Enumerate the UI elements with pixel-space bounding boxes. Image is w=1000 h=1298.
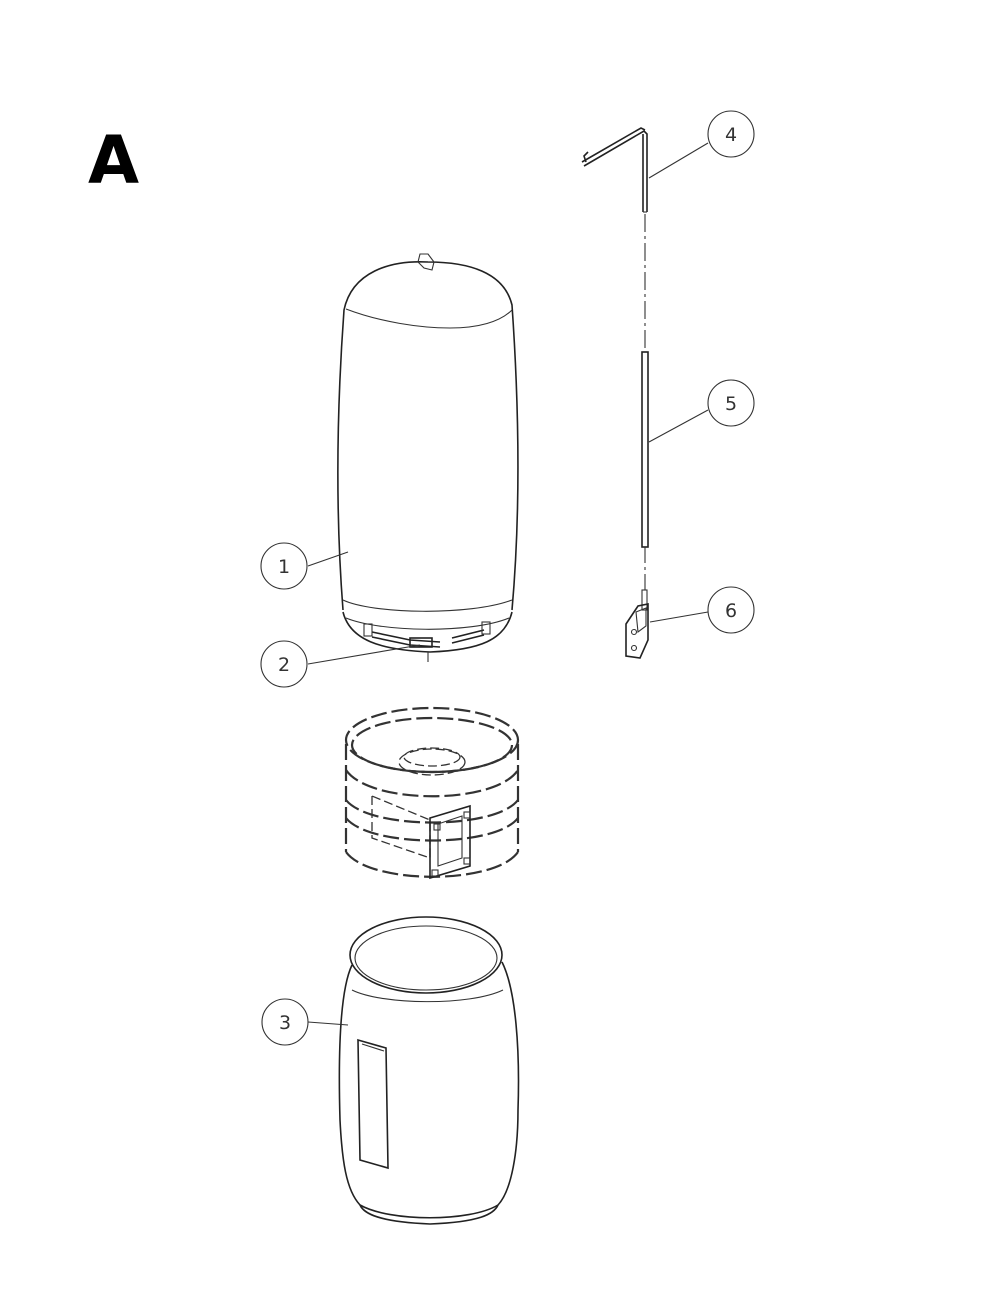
filter-bag-drawing [337, 253, 519, 653]
lower-hanger-rod-drawing [641, 351, 649, 592]
collection-bag-drawing [338, 916, 520, 1225]
callout-4: 4 [648, 110, 755, 179]
callout-circle-6 [707, 586, 755, 634]
callout-circle-1 [260, 542, 308, 590]
leader-line-5 [648, 409, 709, 443]
callout-2: 2 [260, 640, 421, 688]
upper-hanger-rod-drawing [581, 127, 648, 213]
bag-clamp-drawing [363, 621, 491, 662]
callout-number-2: 2 [278, 654, 290, 676]
hanger-bracket-drawing [625, 589, 649, 659]
callout-number-3: 3 [279, 1012, 291, 1034]
callout-number-4: 4 [725, 124, 737, 146]
leader-line-6 [649, 611, 709, 623]
callout-number-6: 6 [725, 600, 737, 622]
callout-5: 5 [648, 379, 755, 443]
leader-line-2 [307, 644, 421, 665]
leader-line-3 [307, 1021, 349, 1026]
callout-6: 6 [649, 586, 755, 634]
leader-line-1 [307, 551, 349, 567]
callout-circle-2 [260, 640, 308, 688]
section-label: A [88, 122, 140, 199]
callout-circle-5 [707, 379, 755, 427]
callout-3: 3 [261, 998, 349, 1046]
callout-circle-3 [261, 998, 309, 1046]
leader-line-4 [648, 142, 709, 179]
drum-ring-drawing [344, 706, 520, 880]
callout-1: 1 [260, 542, 349, 590]
callout-number-1: 1 [278, 556, 290, 578]
callout-number-5: 5 [725, 393, 737, 415]
callout-circle-4 [707, 110, 755, 158]
